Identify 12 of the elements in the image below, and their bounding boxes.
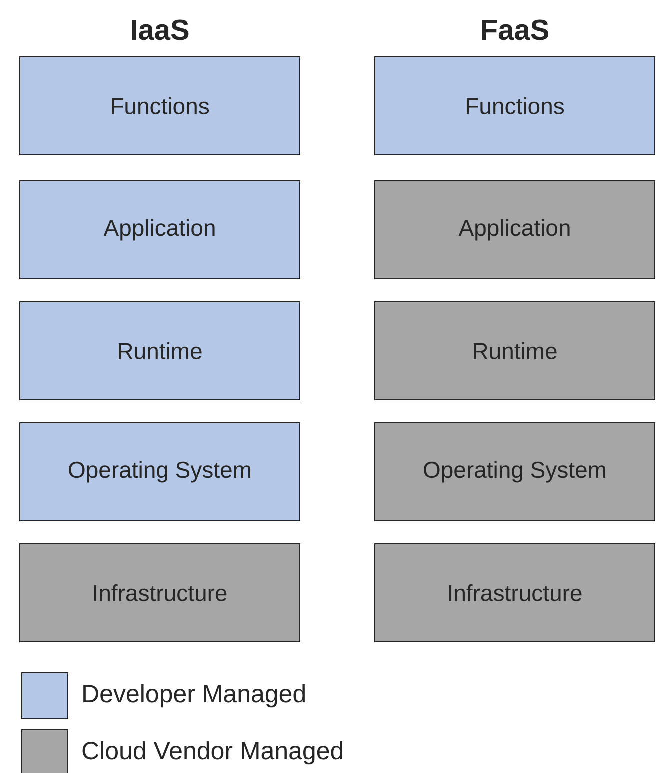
layer-box: Application (374, 180, 656, 280)
layer-box: Operating System (374, 422, 656, 522)
legend-label: Cloud Vendor Managed (82, 741, 343, 765)
layer-box: Runtime (20, 302, 300, 400)
legend-label: Developer Managed (84, 684, 305, 708)
layer-box: Functions (20, 56, 300, 156)
layer-box: Infrastructure (20, 544, 300, 642)
layer-box: Operating System (20, 422, 300, 522)
layer-box: Runtime (374, 302, 656, 400)
layer-box: Application (20, 180, 300, 280)
layer-box: Infrastructure (374, 544, 656, 642)
layer-box: Functions (374, 56, 656, 156)
